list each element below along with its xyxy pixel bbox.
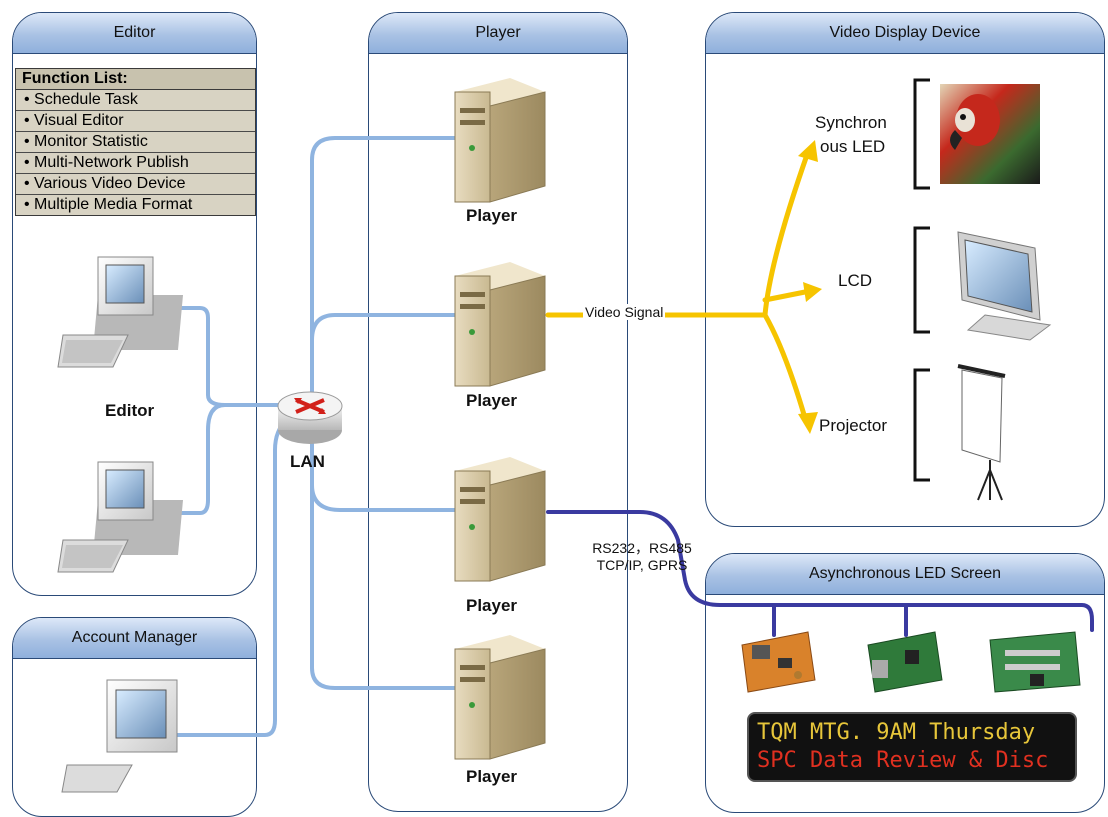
controller-board1-icon (741, 631, 816, 693)
led-text-display: TQM MTG. 9AM Thursday SPC Data Review & … (747, 712, 1077, 782)
led-display-line2: SPC Data Review & Disc (757, 748, 1049, 773)
video-display-panel-header: Video Display Device (706, 13, 1104, 54)
function-list: Function List: • Schedule Task • Visual … (15, 68, 256, 216)
comm-protocols-line1: RS232，RS485 (592, 540, 692, 556)
video-line-lcd (762, 289, 808, 303)
projector-label: Projector (819, 416, 888, 435)
account-pc-icon (61, 679, 178, 793)
function-list-title: Function List: (16, 69, 255, 90)
function-list-item: • Schedule Task (16, 90, 255, 111)
lan-line-player2 (310, 313, 457, 397)
player1-label: Player (466, 206, 518, 225)
editor-pc1-icon (57, 256, 183, 368)
device-brackets (913, 78, 930, 482)
bracket-projector (913, 368, 930, 482)
projector-screen-icon (957, 364, 1006, 501)
network-diagram (57, 78, 1094, 793)
function-list-item: • Various Video Device (16, 174, 255, 195)
player2-label: Player (466, 391, 518, 410)
arrow-projector (798, 412, 818, 434)
lan-label: LAN (290, 452, 325, 471)
lcd-monitor-icon (957, 231, 1052, 341)
bracket-sync (913, 78, 930, 190)
video-connections (545, 149, 811, 421)
account-manager-panel-header: Account Manager (13, 618, 256, 659)
lcd-label: LCD (838, 271, 873, 290)
lan-line-editor2 (176, 403, 227, 515)
sync-led-label-line1: Synchron (815, 113, 887, 132)
function-list-item: • Visual Editor (16, 111, 255, 132)
router-icon (277, 391, 343, 444)
lan-line-player1 (310, 136, 457, 397)
player4-label: Player (466, 767, 518, 786)
controller-board3-icon (989, 631, 1081, 693)
lan-line-player3 (310, 438, 457, 512)
editor-pc2-icon (57, 461, 183, 573)
sync-led-label-line2: ous LED (820, 137, 886, 156)
player-server4-icon (454, 635, 546, 760)
function-list-item: • Multi-Network Publish (16, 153, 255, 174)
comm-protocols-line2: TCP/IP, GPRS (596, 557, 688, 573)
serial-connections (546, 510, 1094, 637)
video-signal-label: Video Signal (583, 304, 666, 320)
player-server3-icon (454, 457, 546, 582)
function-list-item: • Multiple Media Format (16, 195, 255, 215)
serial-line-main (546, 510, 1094, 632)
player-server1-icon (454, 78, 546, 203)
video-arrowheads (798, 140, 822, 434)
editor-label: Editor (105, 401, 155, 420)
lan-line-editor1 (176, 306, 289, 407)
lan-line-account (173, 418, 289, 737)
arrow-sync (798, 140, 818, 162)
player-panel-header: Player (369, 13, 627, 54)
video-line-projector (762, 312, 808, 421)
account-manager-panel: Account Manager (12, 617, 257, 817)
controller-board2-icon (867, 631, 943, 693)
lan-line-player4 (310, 438, 457, 690)
async-led-panel-header: Asynchronous LED Screen (706, 554, 1104, 595)
arrow-lcd (803, 282, 822, 302)
led-display-line1: TQM MTG. 9AM Thursday (757, 720, 1036, 745)
parrot-image-icon (940, 84, 1040, 184)
player3-label: Player (466, 596, 518, 615)
player-server2-icon (454, 262, 546, 387)
function-list-item: • Monitor Statistic (16, 132, 255, 153)
editor-panel-header: Editor (13, 13, 256, 54)
bracket-lcd (913, 226, 930, 334)
